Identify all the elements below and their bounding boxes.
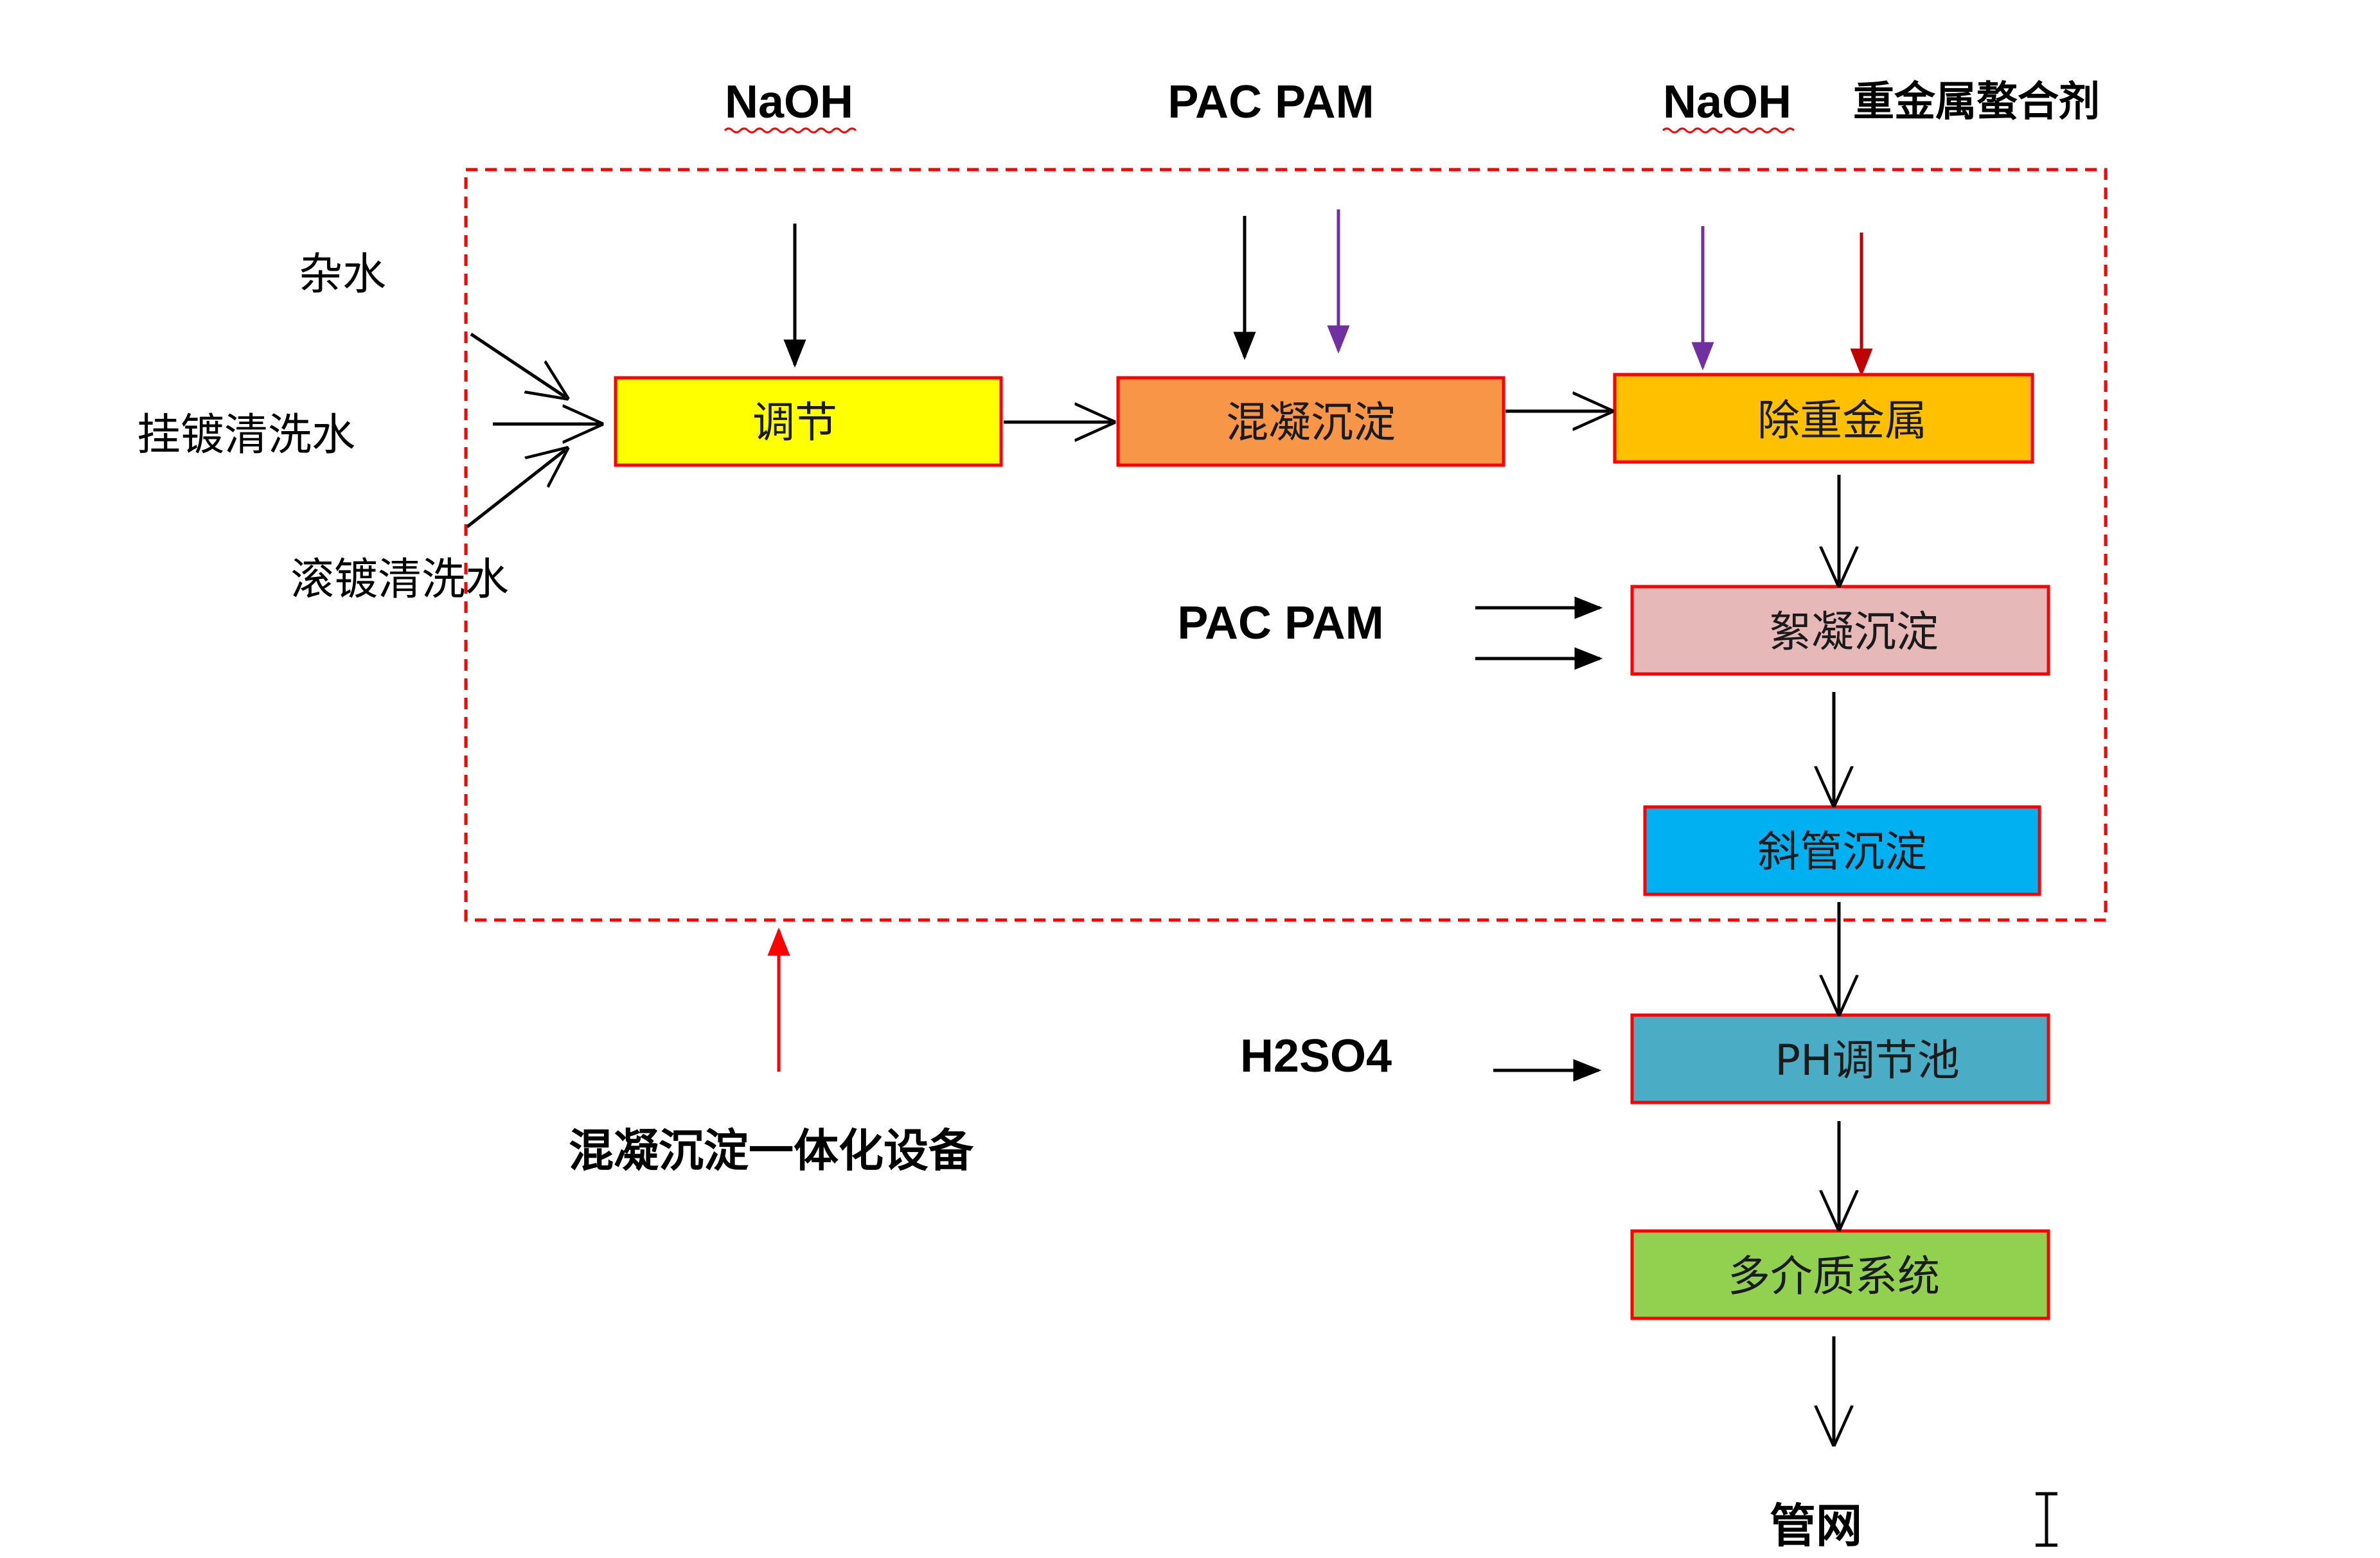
box-heavy-metal-removal: 除重金属	[1613, 373, 2034, 464]
svg-text:调节: 调节	[752, 398, 837, 447]
text-cursor-icon	[2036, 1492, 2057, 1547]
reagent-pac-pam-2: PAC PAM	[1177, 598, 1383, 649]
svg-text:斜管沉淀: 斜管沉淀	[1757, 827, 1927, 876]
reagent-naoh-1: NaOH	[725, 76, 853, 128]
svg-text:絮凝沉淀: 絮凝沉淀	[1769, 607, 1939, 657]
reagent-h2so4: H2SO4	[1240, 1031, 1392, 1082]
spellcheck-underline-1	[724, 127, 857, 134]
reagent-chelating-agent: 重金属螯合剂	[1853, 78, 2100, 125]
input-misc-water: 杂水	[299, 249, 386, 300]
svg-text:多介质系统: 多介质系统	[1728, 1252, 1940, 1301]
box-coag-precip: 混凝沉淀	[1116, 376, 1505, 467]
integrated-equipment-boundary	[464, 168, 2108, 922]
input-barrel-plating-rinse: 滚镀清洗水	[290, 554, 509, 605]
spellcheck-underline-2	[1662, 127, 1795, 134]
annotation-integrated-equipment: 混凝沉淀一体化设备	[569, 1126, 974, 1176]
svg-text:混凝沉淀: 混凝沉淀	[1226, 398, 1396, 447]
reagent-naoh-2: NaOH	[1663, 76, 1791, 128]
arrow-barrel-rinse	[466, 450, 565, 528]
reagent-pac-pam-1: PAC PAM	[1168, 76, 1374, 128]
box-inclined-tube: 斜管沉淀	[1643, 805, 2041, 896]
box-multimedia: 多介质系统	[1630, 1229, 2050, 1320]
input-rack-plating-rinse: 挂镀清洗水	[137, 410, 355, 461]
box-ph-tank: PH调节池	[1630, 1013, 2050, 1104]
arrow-misc-water	[470, 332, 565, 397]
output-pipe-network: 管网	[1770, 1501, 1862, 1552]
svg-text:PH调节池: PH调节池	[1775, 1036, 1959, 1085]
box-floc-precip: 絮凝沉淀	[1630, 585, 2050, 676]
box-adjust: 调节	[614, 376, 1003, 467]
svg-text:除重金属: 除重金属	[1757, 396, 1927, 445]
